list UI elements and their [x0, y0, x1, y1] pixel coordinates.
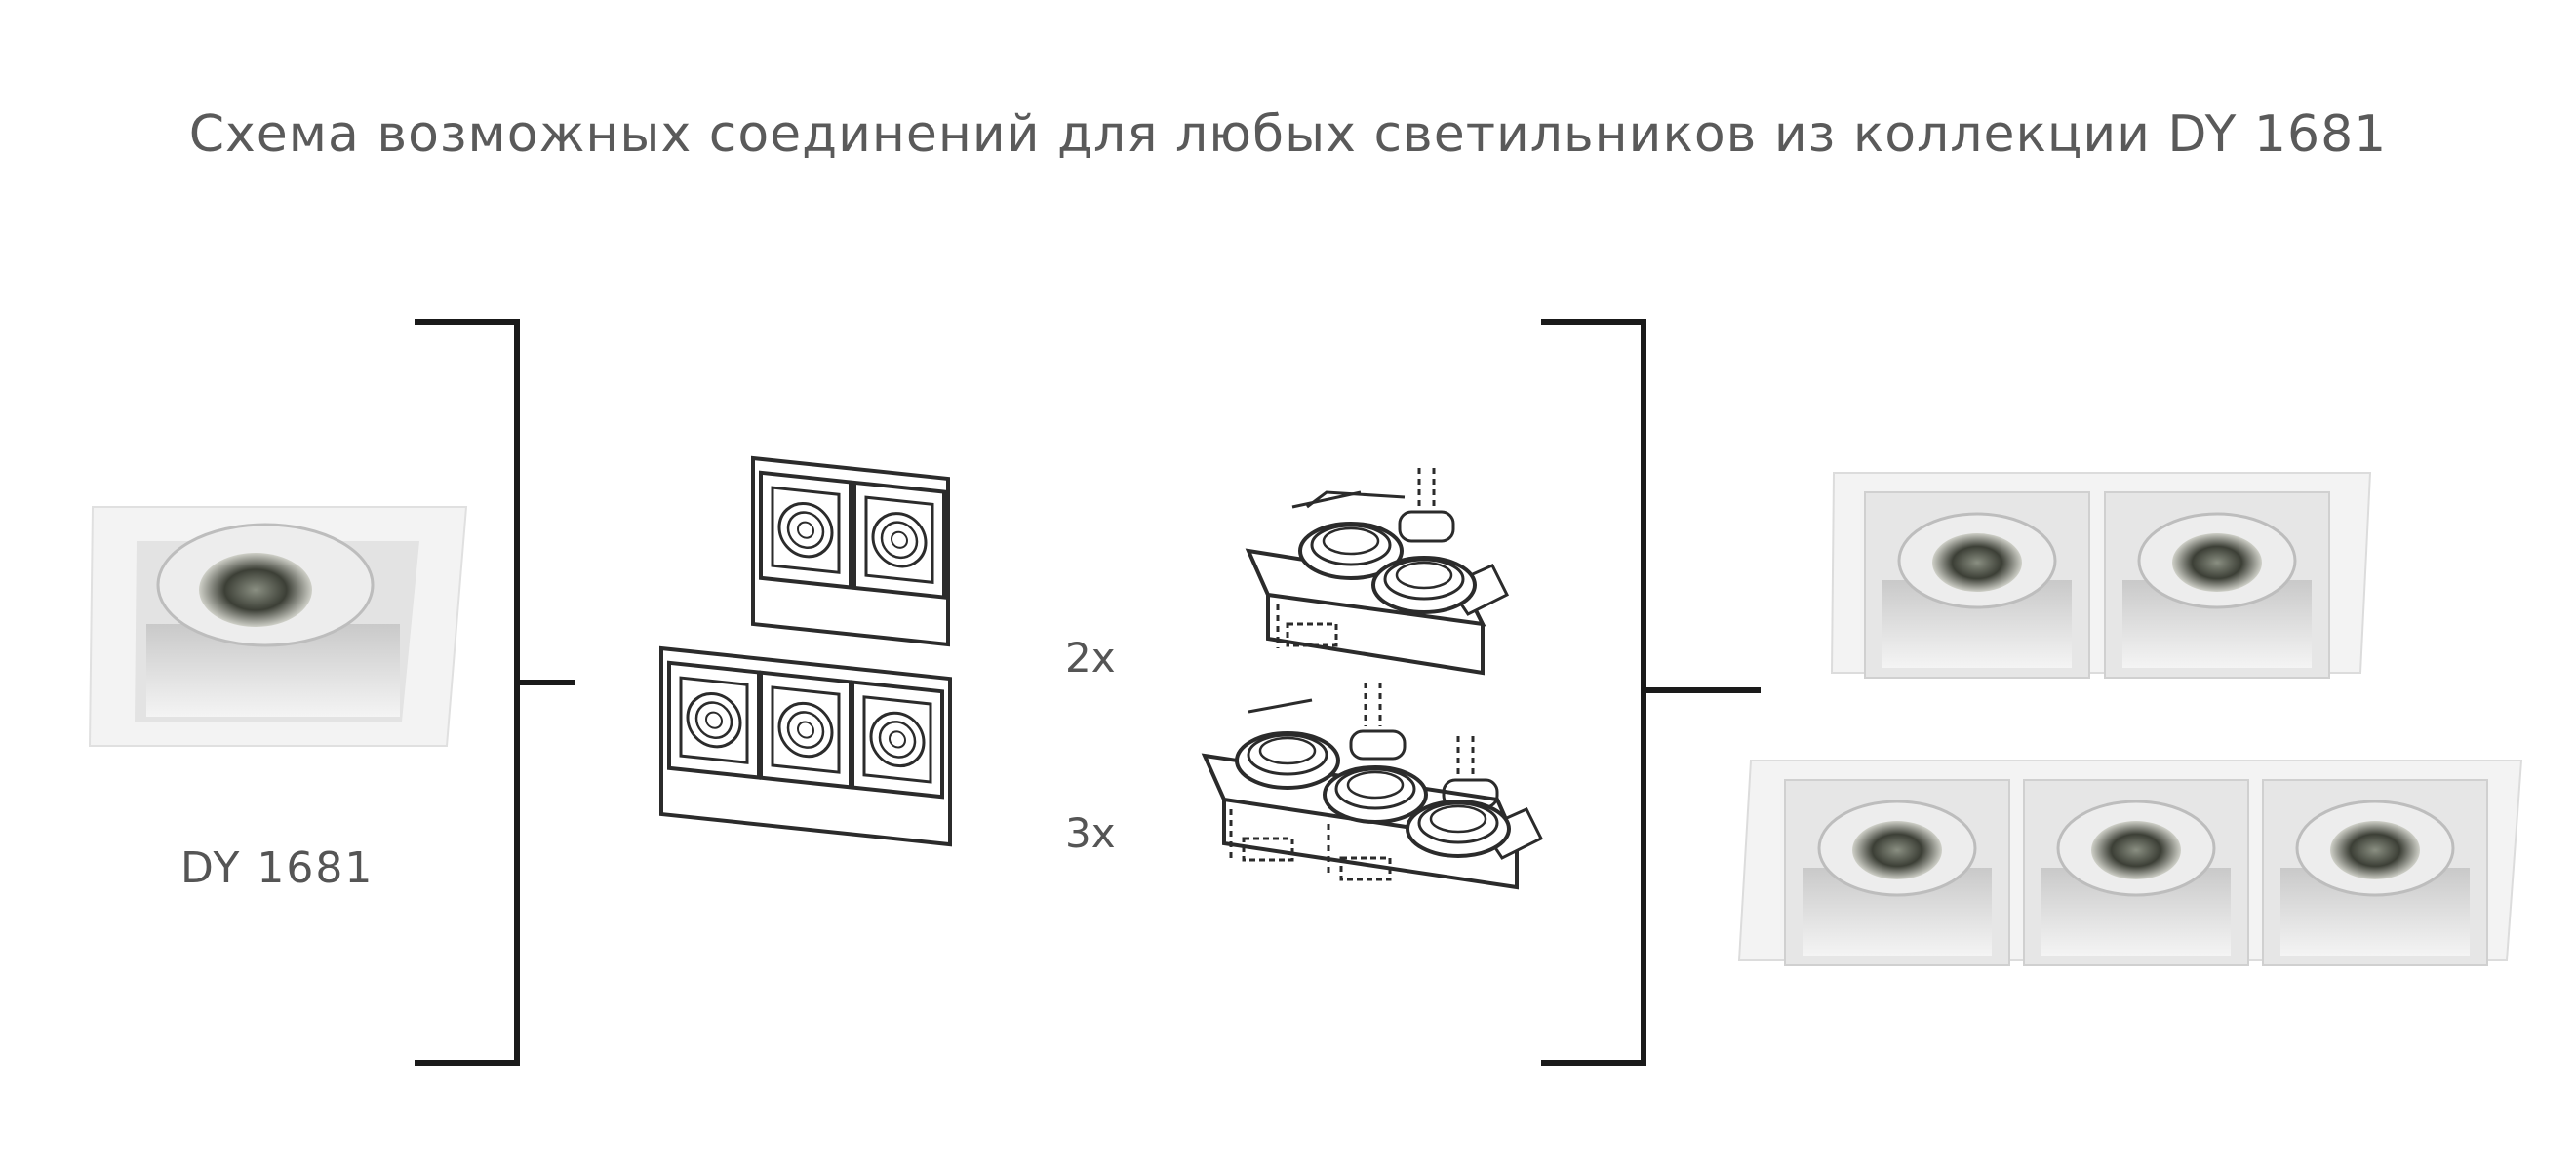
double-frame-sketch [751, 455, 950, 647]
double-fixture-image [1830, 472, 2372, 680]
model-label: DY 1681 [180, 843, 375, 893]
triple-connector-sketch [1201, 682, 1544, 890]
left-bracket [415, 319, 575, 1066]
triple-multiplier-label: 3x [1065, 809, 1116, 857]
triple-fixture-image [1737, 760, 2523, 967]
single-fixture-image [88, 506, 468, 747]
double-connector-sketch [1245, 468, 1510, 676]
triple-frame-sketch [659, 645, 952, 847]
double-multiplier-label: 2x [1065, 634, 1116, 682]
diagram-title: Схема возможных соединений для любых све… [188, 105, 2388, 164]
right-bracket [1541, 319, 1761, 1066]
